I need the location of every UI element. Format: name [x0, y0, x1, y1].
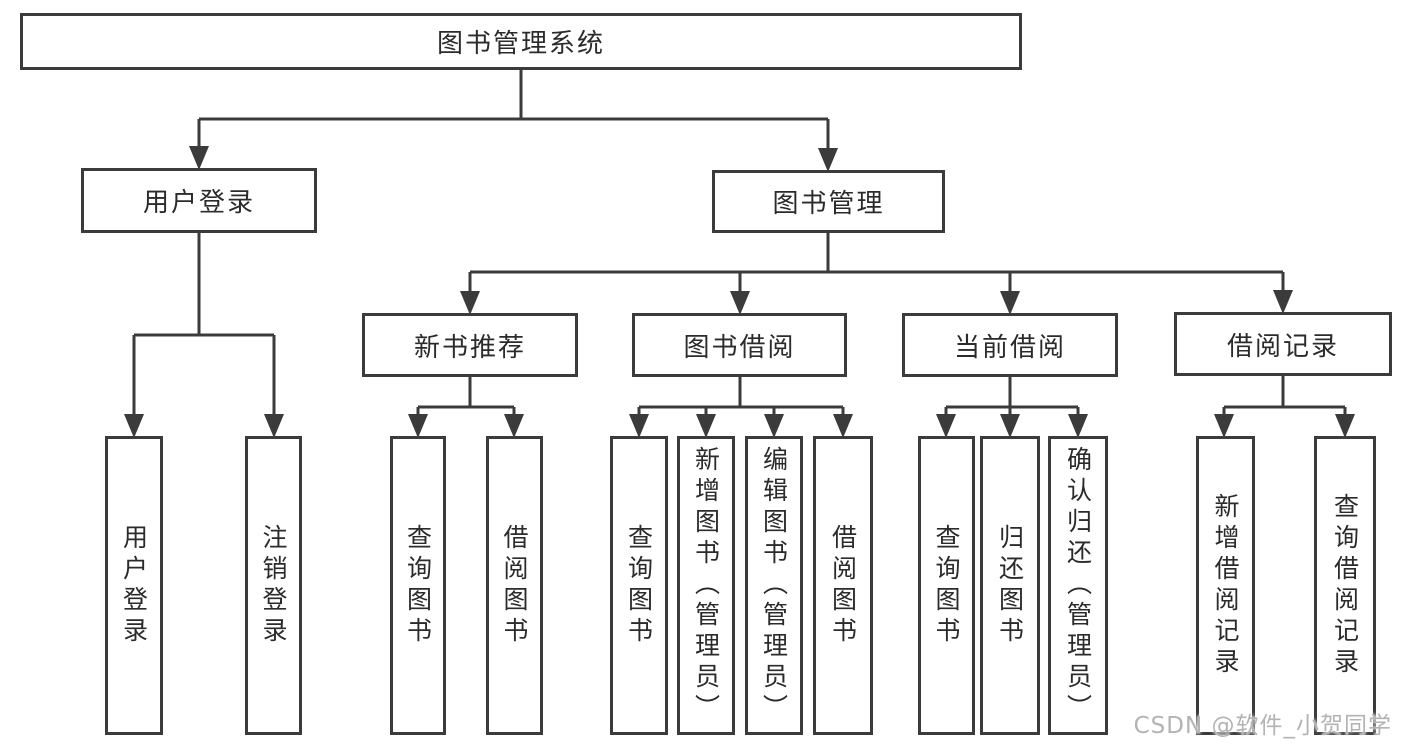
leaf-label: 确认归还（管理员） [1063, 446, 1093, 725]
leaf-query-books-borrowing: 查询图书 [610, 436, 668, 735]
leaf-borrow-books: 借阅图书 [813, 436, 873, 735]
leaf-label: 查询图书 [624, 523, 654, 648]
leaf-logout: 注销登录 [245, 436, 302, 735]
leaf-return-books: 归还图书 [980, 436, 1040, 735]
node-label: 图书借阅 [683, 332, 796, 363]
leaf-add-books-admin: 新增图书（管理员） [677, 436, 735, 735]
node-book-management: 图书管理 [712, 170, 945, 233]
leaf-label: 借阅图书 [500, 523, 529, 648]
leaf-user-login: 用户登录 [105, 436, 163, 735]
leaf-confirm-return-admin: 确认归还（管理员） [1048, 436, 1108, 735]
node-label: 当前借阅 [953, 332, 1066, 363]
node-new-book-recommend: 新书推荐 [362, 313, 578, 377]
leaf-label: 新增图书（管理员） [691, 446, 721, 725]
leaf-borrow-books-recommend: 借阅图书 [486, 436, 543, 735]
leaf-label: 新增借阅记录 [1211, 492, 1240, 679]
leaf-label: 借阅图书 [828, 523, 858, 648]
leaf-label: 归还图书 [995, 523, 1025, 648]
leaf-label: 编辑图书（管理员） [759, 446, 789, 725]
node-label: 新书推荐 [413, 332, 526, 363]
node-root-system: 图书管理系统 [20, 13, 1022, 70]
csdn-watermark: CSDN @软件_小贺同学 [1133, 713, 1392, 739]
leaf-label: 查询借阅记录 [1330, 492, 1360, 679]
leaf-query-books-current: 查询图书 [918, 436, 975, 735]
leaf-query-books-recommend: 查询图书 [390, 436, 446, 735]
node-user-login: 用户登录 [81, 168, 317, 233]
leaf-label: 查询图书 [403, 523, 433, 648]
node-borrowing-records: 借阅记录 [1174, 312, 1392, 376]
leaf-label: 查询图书 [932, 523, 961, 648]
leaf-label: 用户登录 [119, 523, 149, 648]
node-book-borrowing: 图书借阅 [632, 313, 847, 377]
node-label: 用户登录 [142, 188, 255, 218]
node-label: 借阅记录 [1226, 331, 1339, 362]
node-label: 图书管理系统 [436, 29, 605, 59]
node-current-borrowing: 当前借阅 [902, 313, 1118, 377]
node-label: 图书管理 [772, 189, 885, 219]
leaf-edit-books-admin: 编辑图书（管理员） [745, 436, 803, 735]
leaf-add-borrow-record: 新增借阅记录 [1196, 436, 1255, 735]
leaf-query-borrow-record: 查询借阅记录 [1314, 436, 1376, 735]
leaf-label: 注销登录 [259, 523, 288, 648]
